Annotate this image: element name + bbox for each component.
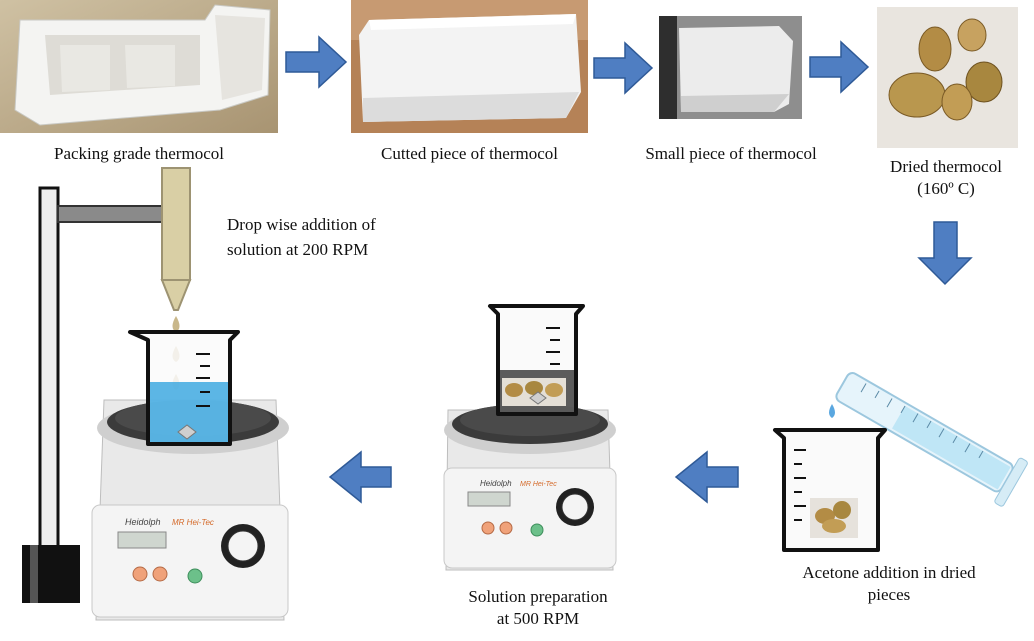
small-thermocol-photo (659, 16, 802, 119)
brand-text: Heidolph (480, 479, 512, 488)
brand-text-2: Heidolph (125, 517, 161, 527)
arrow-right-2-icon (593, 41, 654, 95)
stir-bar-icon (177, 424, 197, 440)
display-screen (117, 531, 167, 549)
step6-label-line2: at 500 RPM (496, 609, 580, 628)
beaker (128, 330, 240, 446)
dried-thermocol-photo (877, 7, 1018, 148)
model-text-2: MR Hei-Tec (172, 518, 214, 527)
step2-label: Cutted piece of thermocol (380, 144, 559, 163)
beaker (488, 304, 585, 416)
burette (161, 167, 191, 281)
arrow-right-3-icon (809, 40, 870, 94)
graduated-cylinder (835, 372, 1028, 507)
step6-label-line1: Solution preparation (468, 587, 608, 606)
beaker (773, 428, 887, 552)
solution-preparation-illustration: Heidolph MR Hei-Tec (443, 304, 617, 571)
step4-label-line2: (160º C) (917, 179, 975, 198)
button-icon (530, 523, 544, 537)
step4-label-line1: Dried thermocol (890, 157, 1002, 176)
stand-clamp (57, 205, 169, 223)
button-icon (152, 566, 168, 582)
arrow-right-1-icon (285, 35, 348, 89)
step1-label: Packing grade thermocol (54, 144, 224, 163)
button-icon (481, 521, 495, 535)
step5-label-line1: Acetone addition in dried (802, 563, 976, 582)
button-icon (132, 566, 148, 582)
packing-thermocol-photo (0, 0, 278, 133)
drop-icon (172, 316, 180, 332)
drop-icon (829, 404, 835, 418)
cutted-thermocol-photo (351, 0, 588, 133)
display-screen (467, 491, 511, 507)
arrow-left-2-icon (328, 450, 392, 504)
step5-label-line2: pieces (867, 585, 911, 604)
step7-label-line1: Drop wise addition of (227, 215, 376, 234)
model-text: MR Hei-Tec (520, 481, 557, 488)
button-icon (187, 568, 203, 584)
arrow-left-1-icon (674, 450, 739, 504)
stir-bar-icon (529, 391, 547, 405)
arrow-down-icon (917, 221, 973, 286)
acetone-addition-illustration (773, 372, 1028, 552)
stand-rod (38, 186, 60, 590)
step7-label-line2: solution at 200 RPM (227, 240, 369, 259)
button-icon (499, 521, 513, 535)
step3-label: Small piece of thermocol (645, 144, 817, 163)
dropwise-addition-illustration: Heidolph MR Hei-Tec (22, 167, 289, 621)
